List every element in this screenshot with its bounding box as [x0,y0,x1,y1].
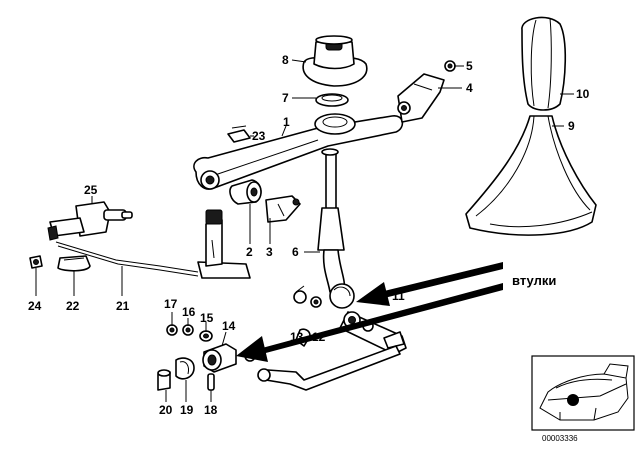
boot-cap [302,35,368,87]
part-label-14: 14 [222,319,236,333]
bushing-set [157,324,256,391]
part-label-13: 13 [290,330,304,344]
grommet [57,255,91,272]
bearing-ring [315,93,349,107]
gear-lever-rod [317,148,355,309]
part-labels: 1 2 3 4 5 6 7 8 9 10 11 12 13 14 15 16 1… [28,53,590,417]
shift-linkage [293,285,407,355]
callout-arrow-upper [356,262,503,306]
part-label-7: 7 [282,91,289,105]
part-label-17: 17 [164,297,178,311]
part-label-8: 8 [282,53,289,67]
part-label-10: 10 [576,87,590,101]
part-label-20: 20 [159,403,173,417]
callout-label: втулки [512,273,556,288]
part-label-6: 6 [292,245,299,259]
part-label-3: 3 [266,245,273,259]
part-label-11: 11 [392,289,405,303]
part-label-24: 24 [28,299,42,313]
cable [55,241,199,277]
shift-arm [193,113,404,190]
bushing [229,179,262,205]
part-label-23: 23 [252,129,266,143]
part-label-12: 12 [312,330,326,344]
clip [227,125,251,143]
part-label-21: 21 [116,299,130,313]
bracket [397,73,445,123]
part-label-16: 16 [182,305,196,319]
support-bracket [265,195,301,223]
part-label-5: 5 [466,59,473,73]
clip-small [29,255,43,269]
part-label-18: 18 [204,403,218,417]
leader-lines [35,59,574,402]
gear-knob [521,16,567,111]
shift-boot [465,115,597,236]
part-label-19: 19 [180,403,194,417]
part-label-2: 2 [246,245,253,259]
part-label-25: 25 [84,183,98,197]
vehicle-inset [531,355,635,431]
callout-arrow-lower [236,283,503,362]
catalog-code: 00003336 [542,434,578,443]
part-label-22: 22 [66,299,80,313]
selector-switch [47,201,133,241]
part-label-1: 1 [283,115,290,129]
part-label-9: 9 [568,119,575,133]
selector-rod [257,345,401,391]
nut [444,60,456,72]
part-label-15: 15 [200,311,214,325]
part-label-4: 4 [466,81,473,95]
cable-plate [197,209,251,279]
